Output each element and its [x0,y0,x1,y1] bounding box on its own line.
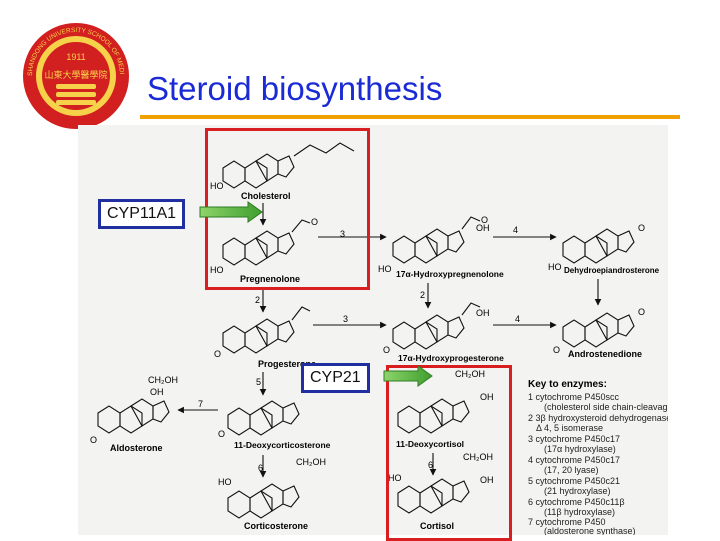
hydroxyprogesterone-structure [392,302,481,350]
step-4b-number: 4 [515,314,520,324]
enzyme-key: Key to enzymes: 1 cytochrome P450scc (ch… [528,379,676,536]
cortisol-ch2oh: CH₂OH [463,452,493,462]
corticosterone-label: Corticosterone [244,521,308,531]
cholesterol-label: Cholesterol [241,191,291,201]
enzyme-key-line: (cholesterol side chain-cleavage) [544,402,668,412]
step-5a-number: 5 [256,377,261,387]
title-underline [140,115,680,119]
step-3b-number: 3 [343,314,348,324]
hydroxypregnenolone-ho: HO [378,264,392,274]
corticosterone-ho: HO [218,477,232,487]
enzyme-key-title: Key to enzymes: [528,379,607,390]
enzyme-key-line: 6 cytochrome P450c11β [528,497,625,507]
pathway-diagram: HO Cholesterol O HO Pregnenolone 3 O OH … [90,142,676,536]
slide-title: Steroid biosynthesis [147,70,443,107]
enzyme-key-line: 4 cytochrome P450c17 [528,455,620,465]
enzyme-key-line: (17, 20 lyase) [544,465,599,475]
deoxycortisol-label: 11-Deoxycortisol [396,439,464,449]
enzyme-key-line: 5 cytochrome P450c21 [528,476,620,486]
progesterone-o: O [214,349,221,359]
corticosterone-ch2oh: CH₂OH [296,457,326,467]
green-arrow-cyp11a1 [199,201,263,223]
pathway-figure: HO Cholesterol O HO Pregnenolone 3 O OH … [78,125,676,536]
enzyme-key-line: 2 3β hydroxysteroid dehydrogenase [528,413,668,423]
hydroxypregnenolone-structure [392,216,481,264]
enzyme-key-line: (11β hydroxylase) [544,507,615,517]
hydroxypregnenolone-o: O [481,215,488,225]
callout-cyp11a1: CYP11A1 [98,199,186,229]
hydroxyprogesterone-o: O [383,345,390,355]
step-2b-number: 2 [420,290,425,300]
deoxycortisol-oh: OH [480,392,494,402]
pregnenolone-ho: HO [210,265,224,275]
enzyme-key-line: 1 cytochrome P450scc [528,392,620,402]
step-7-number: 7 [198,399,203,409]
aldosterone-ch2oh: CH₂OH [148,375,178,385]
deoxycorticosterone-label: 11-Deoxycorticosterone [234,440,331,450]
step-2a-number: 2 [255,295,260,305]
progesterone-structure [222,306,311,354]
aldosterone-o: O [90,435,97,445]
deoxycortisol-ch2oh: CH₂OH [455,369,485,379]
hydroxyprogesterone-label: 17α-Hydroxyprogesterone [398,353,504,363]
enzyme-key-line: 7 cytochrome P450 [528,517,606,527]
androstenedione-label: Androstenedione [568,349,642,359]
androstenedione-o1: O [638,307,645,317]
dhea-o: O [638,223,645,233]
enzyme-key-line: (21 hydroxylase) [544,486,611,496]
hydroxypregnenolone-label: 17α-Hydroxypregnenolone [396,269,504,279]
aldosterone-oh: OH [150,387,164,397]
step-6a-number: 6 [258,463,263,473]
logo-school-name: 山東大學醫學院 [44,69,107,80]
enzyme-key-line: Δ 4, 5 isomerase [536,423,603,433]
hydroxypregnenolone-oh: OH [476,223,490,233]
cholesterol-ho: HO [210,181,224,191]
progesterone-label: Progesterone [258,359,316,369]
green-arrow-cyp21 [383,365,433,387]
university-logo: SHANDONG UNIVERSITY SCHOOL OF MEDICINE 1… [18,15,132,132]
cortisol-ho: HO [388,473,402,483]
deoxycorticosterone-o: O [218,429,225,439]
aldosterone-label: Aldosterone [110,443,163,453]
callout-cyp21: CYP21 [301,363,370,393]
pregnenolone-label: Pregnenolone [240,274,300,284]
step-4a-number: 4 [513,225,518,235]
logo-year: 1911 [66,52,85,62]
enzyme-key-line: (17α hydroxylase) [544,444,616,454]
step-3a-number: 3 [340,229,345,239]
hydroxyprogesterone-oh: OH [476,308,490,318]
university-seal-icon: SHANDONG UNIVERSITY SCHOOL OF MEDICINE 1… [18,15,129,129]
cortisol-oh: OH [480,475,494,485]
step-6b-number: 6 [428,460,433,470]
enzyme-key-line: 3 cytochrome P450c17 [528,434,620,444]
pregnenolone-o: O [311,217,318,227]
androstenedione-o2: O [553,345,560,355]
dhea-ho: HO [548,262,562,272]
cholesterol-structure [222,142,355,189]
enzyme-key-line: (aldosterone synthase) [544,526,636,535]
pregnenolone-structure [222,219,311,266]
cortisol-label: Cortisol [420,521,454,531]
dehydroepiandrosterone-label: Dehydroepiandrosterone [564,266,660,275]
